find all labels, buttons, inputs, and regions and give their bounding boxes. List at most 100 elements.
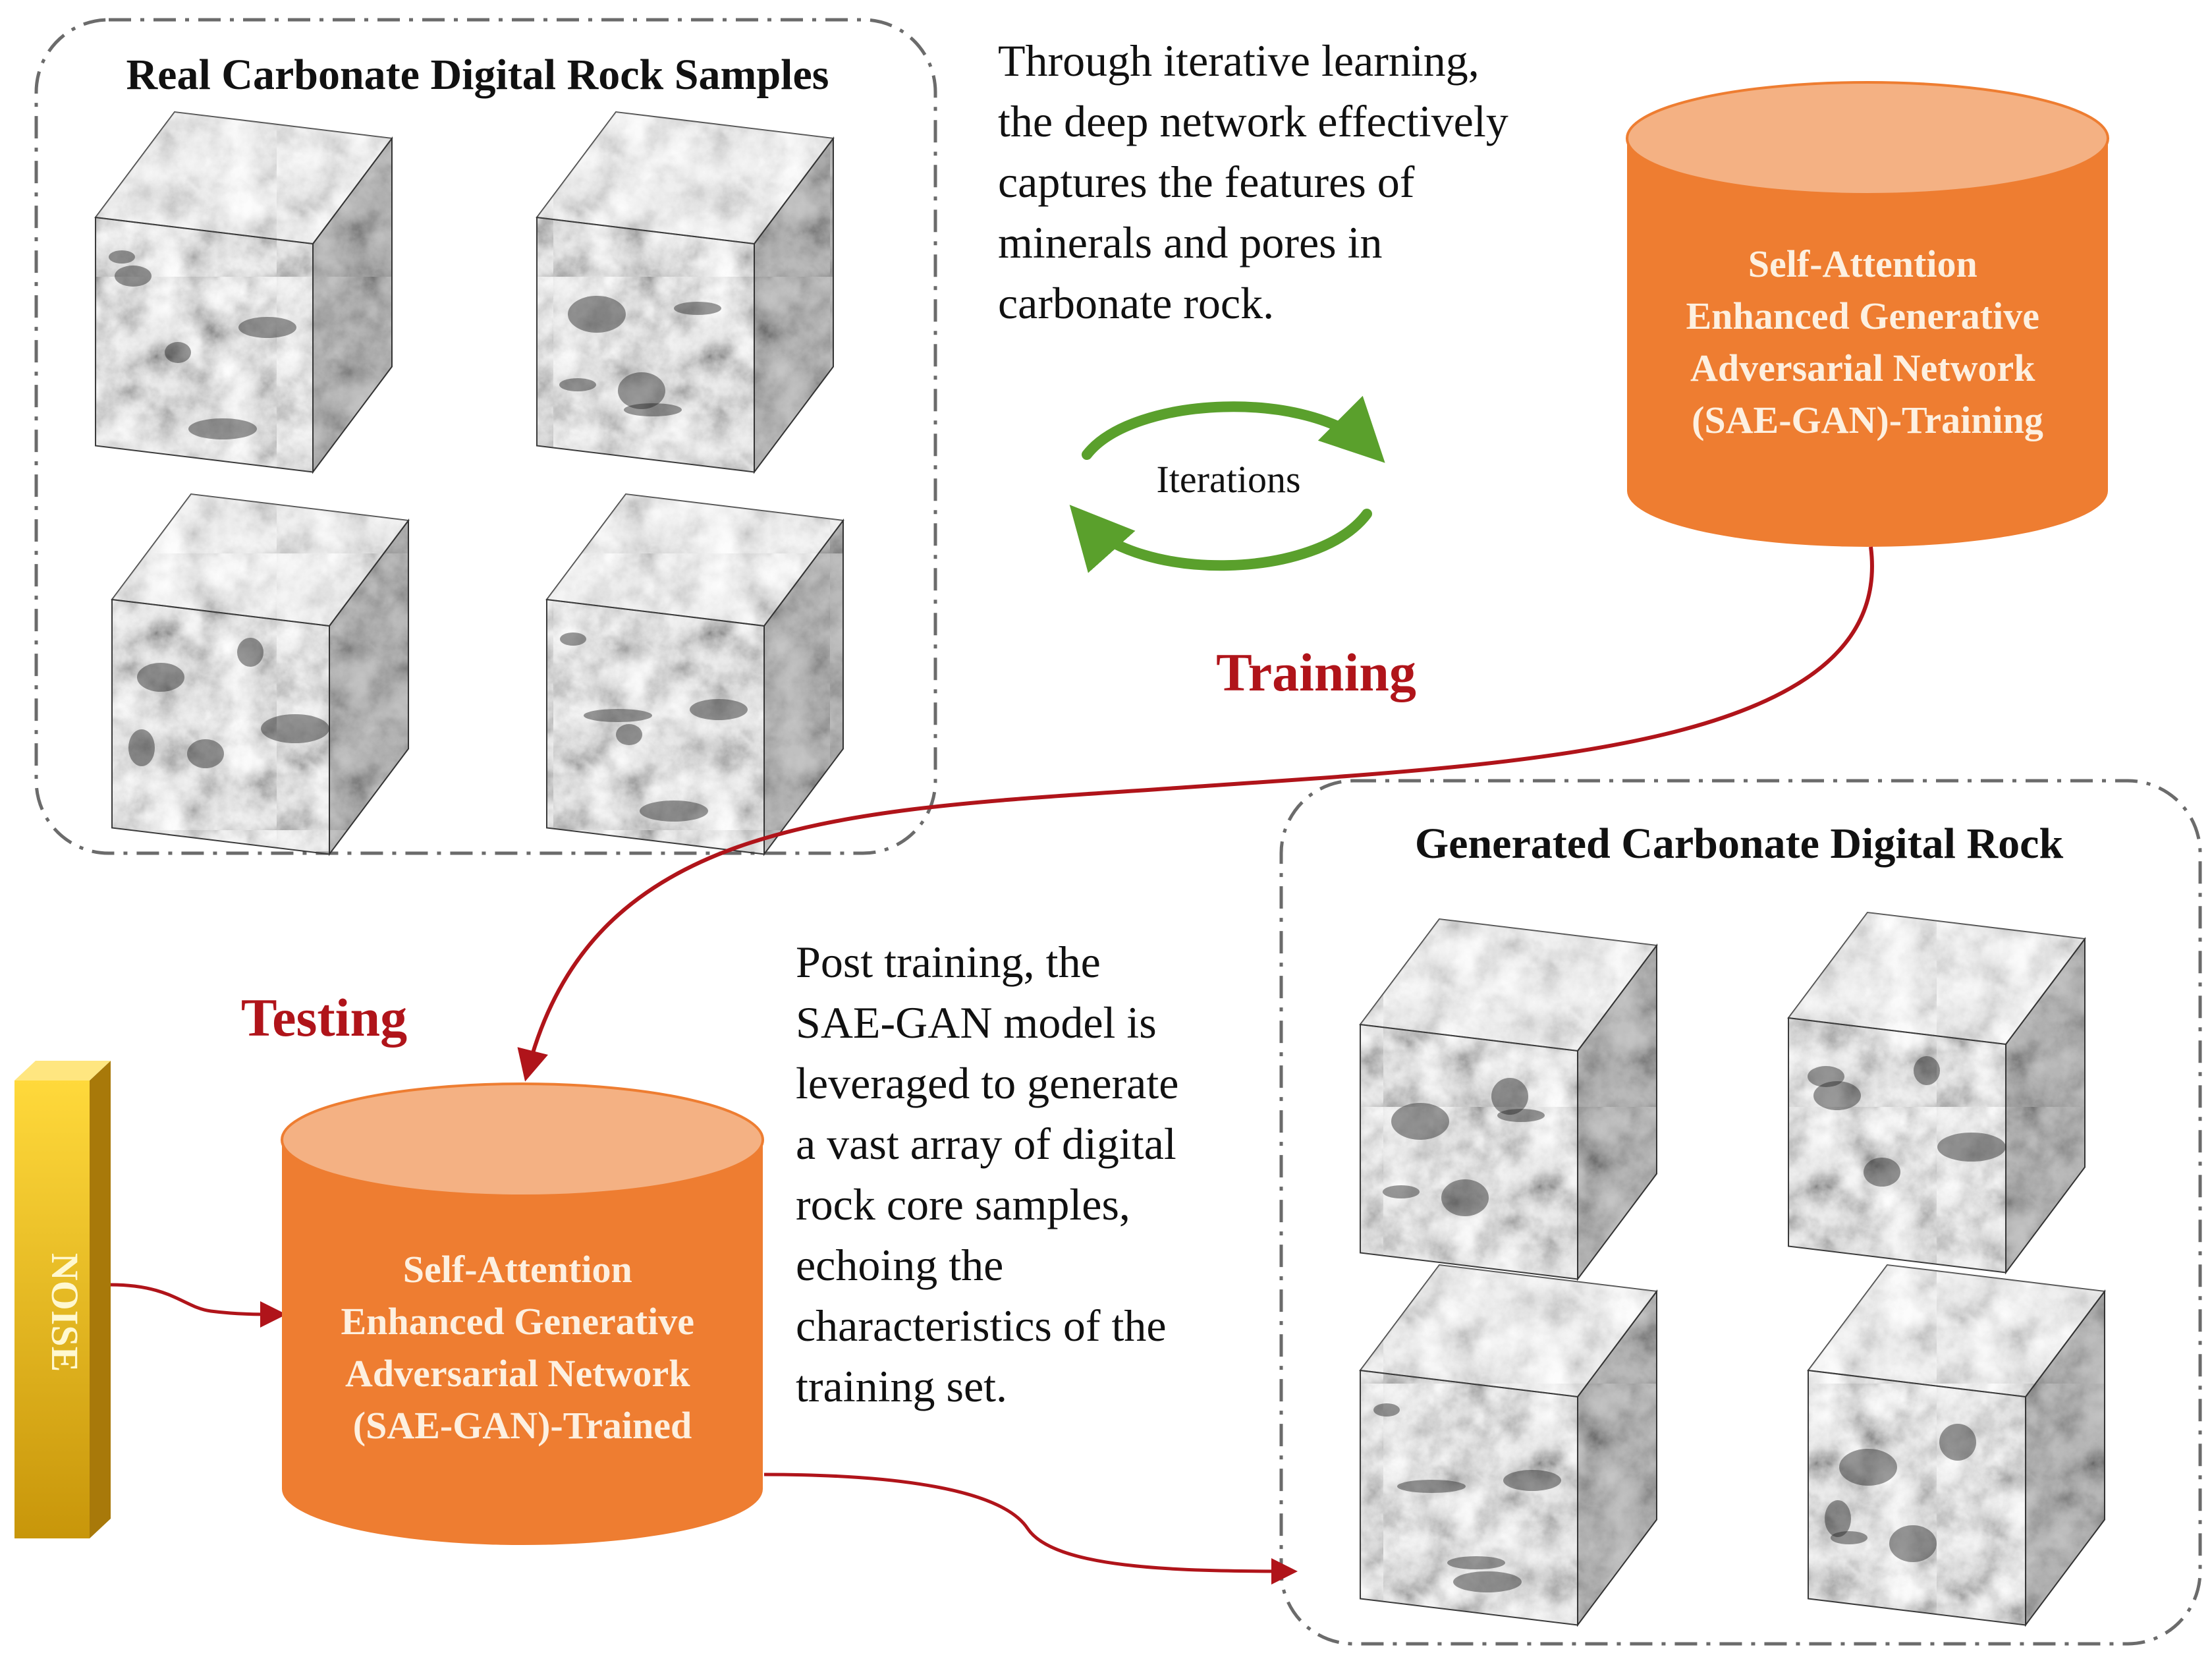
testing-description-line: echoing the (796, 1240, 1003, 1290)
rock-cube-face (754, 136, 834, 474)
pore-blob (618, 372, 665, 409)
pore-blob (1831, 1531, 1867, 1544)
trained-model-line: Adversarial Network (345, 1352, 690, 1395)
pore-blob (1813, 1081, 1861, 1110)
rock-cube-shading (547, 494, 843, 626)
pore-blob (616, 724, 642, 745)
pore-blob (1937, 1133, 2006, 1162)
rock-cube-shading (1578, 1291, 1657, 1625)
testing-description-line: rock core samples, (796, 1179, 1130, 1229)
rock-cube-shading (329, 520, 408, 855)
pore-blob (1939, 1424, 1976, 1461)
rock-cube-face (536, 216, 755, 473)
training-model-line: Enhanced Generative (1686, 295, 2039, 337)
trained-model-label: Self-Attention Enhanced Generative Adver… (341, 1248, 704, 1447)
pore-blob (115, 266, 152, 287)
rock-cube-shading (764, 520, 843, 855)
pore-blob (1383, 1185, 1420, 1198)
generated-samples-frame (1279, 779, 2202, 1646)
rock-cube-face (763, 519, 844, 857)
pore-blob (674, 302, 721, 315)
circular-arrows-icon (1069, 505, 1372, 573)
rock-cube-shading (2026, 1291, 2105, 1625)
noise-input: NOISE (14, 1061, 111, 1538)
pore-blob (568, 296, 626, 333)
rock-cube-face (1808, 1369, 2026, 1626)
rock-cube-face (329, 519, 409, 857)
training-description-line: carbonate rock. (998, 278, 1274, 328)
pore-blob (128, 729, 155, 766)
rock-cube-shading (537, 112, 833, 244)
rock-cube-shading (1578, 945, 1657, 1279)
rock-cube-face (1577, 1289, 1657, 1627)
rock-cube-face (2005, 937, 2086, 1275)
iterations-cycle: Iterations (1069, 395, 1385, 573)
pore-blob (238, 317, 296, 338)
pore-blob (560, 632, 586, 646)
training-to-testing-arrow (517, 546, 1874, 1082)
noise-bar (14, 1081, 90, 1538)
rock-cube-face (2025, 1289, 2105, 1627)
pore-blob (1825, 1500, 1851, 1537)
model-to-generated-arrow (763, 1473, 1298, 1585)
noise-bar-top (14, 1061, 111, 1081)
testing-description-line: SAE-GAN model is (796, 997, 1157, 1048)
pore-blob (1373, 1403, 1400, 1417)
trained-model-cylinder: Self-Attention Enhanced Generative Adver… (281, 1082, 764, 1545)
rock-cube-shading (96, 112, 392, 244)
testing-description: Post training, the SAE-GAN model is leve… (796, 937, 1190, 1411)
circular-arrows-icon (1082, 395, 1385, 463)
training-model-label: Self-Attention Enhanced Generative Adver… (1686, 242, 2049, 441)
rock-cube-icon (1359, 918, 1658, 1281)
pore-blob (1839, 1449, 1897, 1486)
rock-cube-face (1360, 1023, 1578, 1280)
rock-cube-shading (754, 138, 833, 472)
pore-blob (1441, 1179, 1489, 1216)
testing-description-line: characteristics of the (796, 1301, 1167, 1351)
pore-blob (1447, 1556, 1505, 1569)
training-model-line: Adversarial Network (1690, 347, 2035, 389)
pore-blob (237, 638, 263, 667)
training-description-line: Through iterative learning, (998, 36, 1479, 86)
rock-cube-face (1577, 943, 1657, 1281)
rock-cube-shading (1360, 1265, 1657, 1397)
testing-description-line: Post training, the (796, 937, 1101, 987)
trained-model-line: Self-Attention (403, 1248, 632, 1291)
training-description-line: the deep network effectively (998, 96, 1508, 146)
rock-cube-icon (94, 111, 393, 474)
rock-cube-icon (111, 493, 410, 857)
real-samples-title: Real Carbonate Digital Rock Samples (126, 51, 829, 99)
training-description-line: captures the features of (998, 157, 1415, 207)
training-model-line: (SAE-GAN)-Training (1692, 399, 2043, 441)
testing-description-line: training set. (796, 1361, 1007, 1411)
rock-cube-shading (1808, 1265, 2105, 1397)
training-description-line: minerals and pores in (998, 217, 1383, 267)
pore-blob (1497, 1109, 1545, 1122)
pore-blob (1491, 1078, 1528, 1115)
rock-cube-shading (1360, 919, 1657, 1051)
rock-cube-icon (536, 111, 835, 474)
pore-blob (559, 378, 596, 391)
cylinder-top (281, 1082, 764, 1197)
training-model-cylinder: Self-Attention Enhanced Generative Adver… (1626, 81, 2109, 547)
cylinder-database-icon (282, 1140, 763, 1545)
rock-cube-face (312, 136, 393, 474)
noise-to-model-arrow (110, 1283, 287, 1328)
rock-cube-shading (313, 138, 392, 472)
rock-cube-icon (1359, 1264, 1658, 1627)
pore-blob (137, 663, 184, 692)
pore-blob (1391, 1103, 1449, 1140)
pore-blob (1808, 1066, 1844, 1087)
pore-blob (188, 418, 257, 439)
noise-label: NOISE (43, 1253, 86, 1372)
real-samples-frame (34, 18, 937, 855)
rock-cube-group (94, 111, 2106, 1627)
testing-description-line: a vast array of digital (796, 1119, 1176, 1169)
rock-cube-icon (1787, 911, 2086, 1275)
pore-blob (1889, 1525, 1937, 1562)
pore-blob (690, 699, 748, 720)
iterations-label: Iterations (1156, 458, 1300, 501)
training-stage-label: Training (1216, 642, 1416, 702)
pore-blob (1453, 1571, 1522, 1592)
